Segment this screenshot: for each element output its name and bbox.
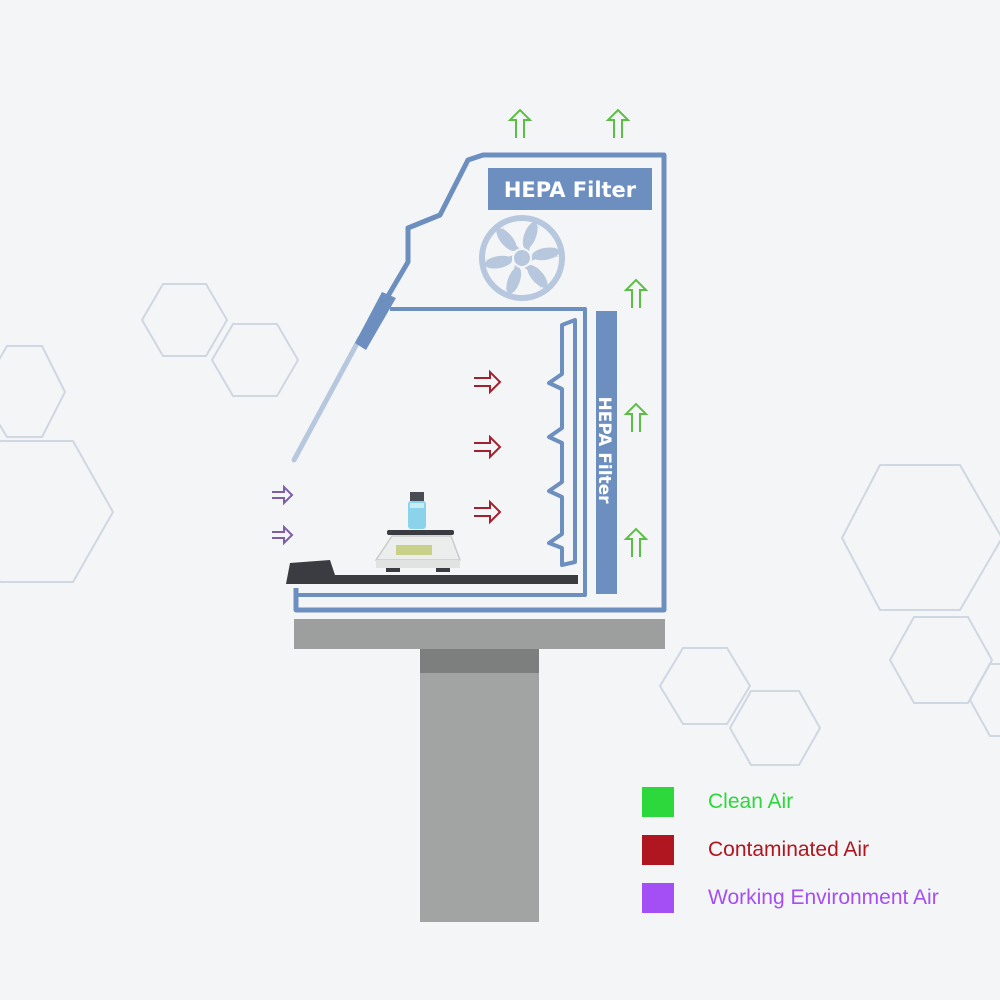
hexagon bbox=[728, 690, 822, 766]
contaminated-air-arrows bbox=[474, 369, 502, 525]
double-arrow-icon bbox=[507, 108, 533, 138]
top-hepa-filter-label: HEPA Filter bbox=[504, 178, 637, 202]
work-surface-tray bbox=[286, 560, 578, 584]
front-sash-glass bbox=[291, 335, 363, 463]
double-arrow-icon bbox=[623, 278, 649, 308]
top-hepa-filter: HEPA Filter bbox=[488, 168, 652, 210]
hexagon bbox=[210, 323, 300, 397]
double-arrow-icon bbox=[272, 524, 294, 546]
fan-icon bbox=[479, 215, 565, 301]
legend-item-clean-air: Clean Air bbox=[642, 786, 939, 818]
rear-baffle bbox=[547, 318, 577, 567]
legend-label: Contaminated Air bbox=[708, 838, 870, 861]
legend: Clean Air Contaminated Air Working Envir… bbox=[642, 786, 939, 914]
table-leg bbox=[420, 649, 539, 922]
cabinet-outer-shell bbox=[293, 152, 667, 613]
double-arrow-icon bbox=[272, 484, 294, 506]
table-leg-shadow bbox=[420, 649, 539, 673]
hexagon bbox=[840, 464, 1000, 611]
hexagon bbox=[140, 283, 229, 357]
side-hepa-filter-label: HEPA Filter bbox=[594, 396, 614, 504]
top-hepa-filter-body bbox=[488, 168, 652, 210]
legend-swatch bbox=[642, 883, 674, 913]
legend-item-working-environment-air: Working Environment Air bbox=[642, 882, 939, 914]
bottle-icon bbox=[408, 492, 426, 529]
legend-label: Clean Air bbox=[708, 790, 794, 813]
working-air-arrows bbox=[272, 484, 294, 546]
background-hexagons bbox=[0, 283, 1000, 766]
legend-item-contaminated-air: Contaminated Air bbox=[642, 834, 939, 866]
side-hepa-filter: HEPA Filter bbox=[594, 311, 617, 594]
table-top bbox=[294, 619, 665, 649]
legend-swatch bbox=[642, 835, 674, 865]
hexagon bbox=[888, 616, 994, 704]
double-arrow-icon bbox=[474, 434, 502, 460]
hexagon bbox=[0, 345, 67, 438]
double-arrow-icon bbox=[623, 402, 649, 432]
scale-icon bbox=[374, 530, 462, 572]
legend-swatch bbox=[642, 787, 674, 817]
legend-label: Working Environment Air bbox=[708, 886, 939, 909]
double-arrow-icon bbox=[605, 108, 631, 138]
double-arrow-icon bbox=[474, 499, 502, 525]
side-hepa-filter-body bbox=[596, 311, 617, 594]
double-arrow-icon bbox=[474, 369, 502, 395]
work-chamber-outline bbox=[296, 307, 587, 597]
hexagon bbox=[658, 647, 752, 725]
clean-air-arrows bbox=[507, 108, 649, 557]
hexagon bbox=[0, 440, 115, 583]
lab-table bbox=[294, 619, 665, 922]
sash-handle bbox=[355, 292, 396, 350]
double-arrow-icon bbox=[623, 527, 649, 557]
hexagon bbox=[968, 663, 1000, 737]
